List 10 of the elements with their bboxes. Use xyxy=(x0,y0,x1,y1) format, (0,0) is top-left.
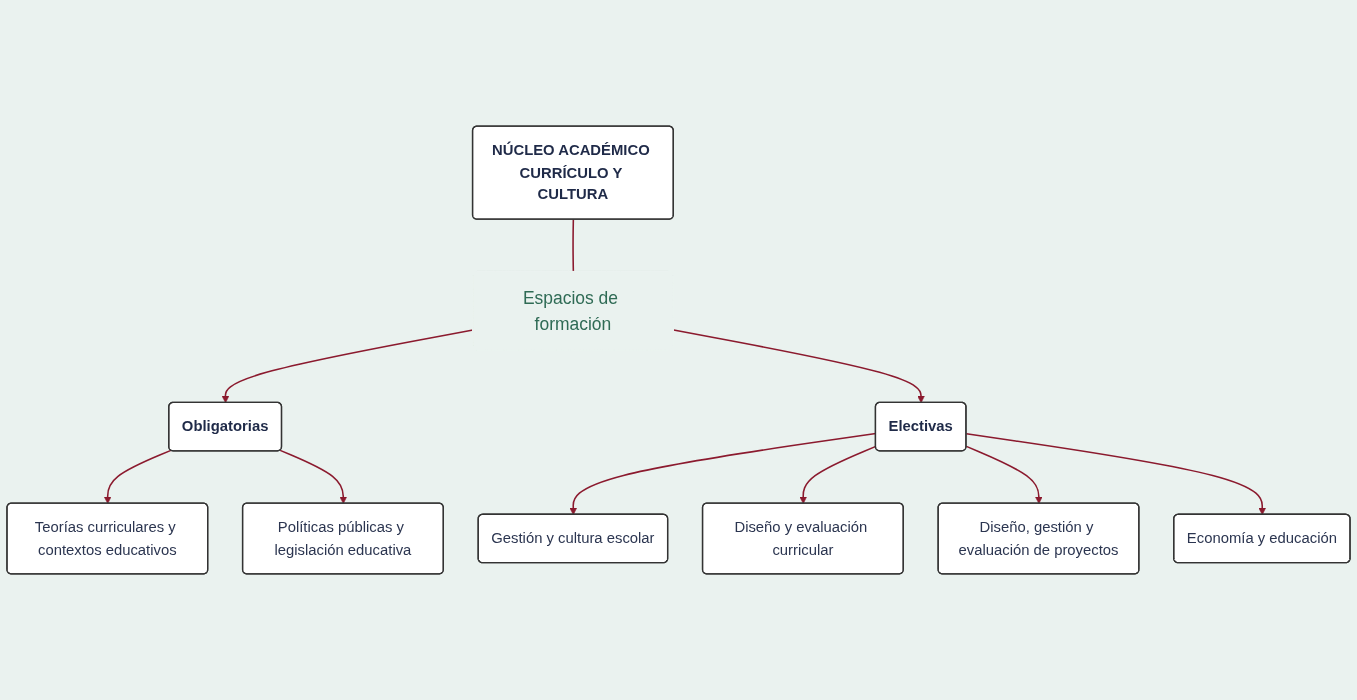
connector xyxy=(572,218,575,273)
arrow xyxy=(965,445,1043,504)
arrow xyxy=(799,445,877,504)
node-text: Espacios de formación xyxy=(522,288,619,334)
arrow xyxy=(279,449,348,504)
arrow xyxy=(965,432,1267,516)
arrow xyxy=(221,329,474,404)
arrow xyxy=(569,432,877,516)
arrow xyxy=(672,329,925,404)
arrow xyxy=(103,449,172,504)
